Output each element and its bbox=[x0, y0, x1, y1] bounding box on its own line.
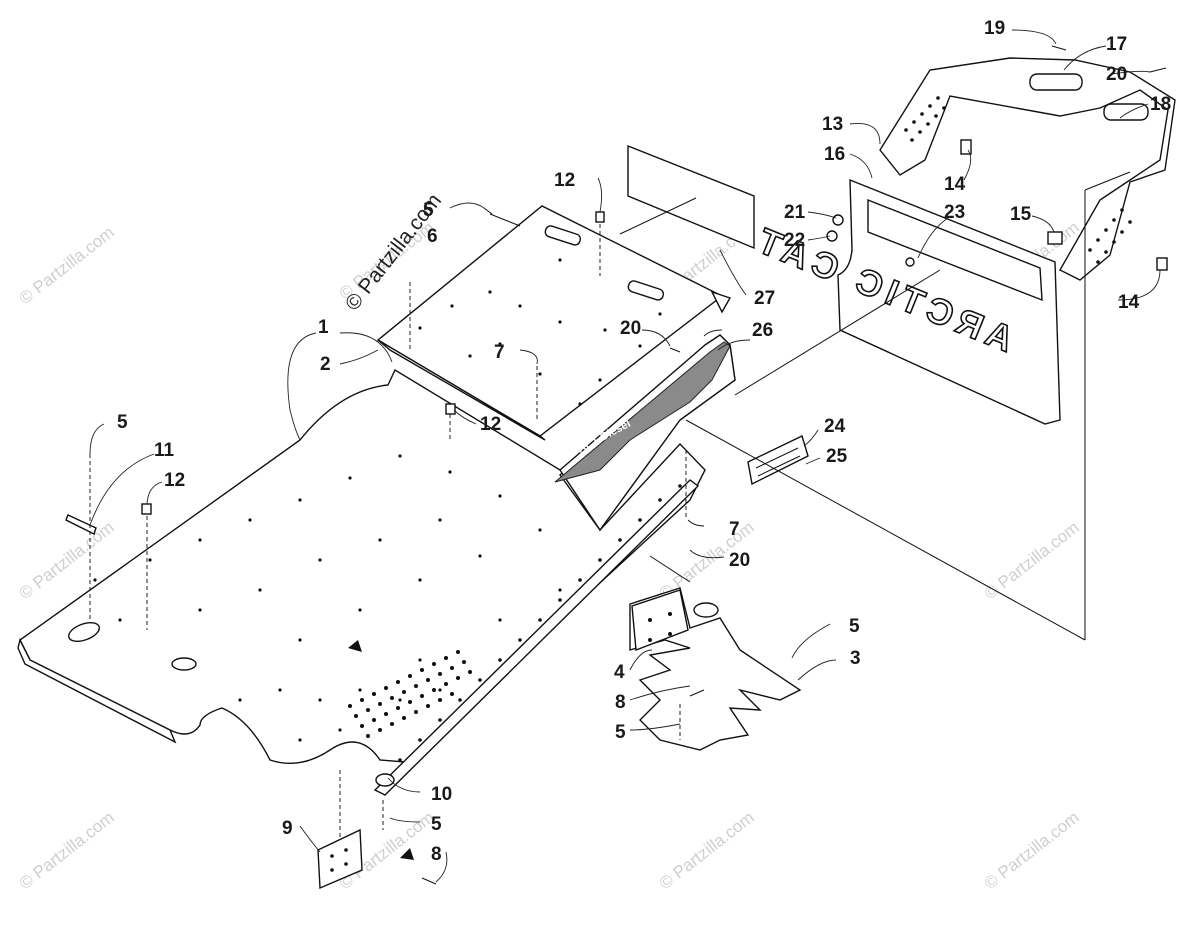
callout-8-flap: 8 bbox=[615, 692, 626, 713]
callout-20-seat: 20 bbox=[620, 318, 641, 339]
callout-19: 19 bbox=[984, 18, 1005, 39]
callout-1: 1 bbox=[318, 317, 329, 338]
plate-9-part bbox=[317, 828, 414, 890]
callout-17: 17 bbox=[1106, 34, 1127, 55]
callout-12-front: 12 bbox=[164, 470, 185, 491]
callout-15: 15 bbox=[1010, 204, 1032, 225]
watermark: © Partzilla.com bbox=[981, 808, 1083, 894]
callout-14-lower: 14 bbox=[1118, 292, 1140, 313]
callout-8-plate: 8 bbox=[431, 844, 442, 865]
rear-bumper-part bbox=[879, 57, 1176, 281]
callout-22: 22 bbox=[784, 230, 805, 251]
callout-18: 18 bbox=[1150, 94, 1171, 115]
callout-24: 24 bbox=[824, 416, 846, 437]
callout-7-seat: 7 bbox=[494, 342, 505, 363]
watermark: © Partzilla.com bbox=[656, 808, 758, 894]
callout-25: 25 bbox=[826, 446, 848, 467]
perforation-field bbox=[348, 650, 472, 738]
callout-9: 9 bbox=[282, 818, 293, 839]
callout-5-flap-lower: 5 bbox=[615, 722, 626, 743]
rear-flap-part: ARCTIC CAT bbox=[746, 178, 1061, 425]
assembly-lines bbox=[89, 171, 1131, 840]
watermark: © Partzilla.com bbox=[16, 223, 118, 309]
callout-5-plate: 5 bbox=[431, 814, 442, 835]
tunnel-part: ACT Diesel bbox=[17, 334, 736, 796]
seat-base-plate-part bbox=[376, 205, 732, 441]
callout-20-bumper: 20 bbox=[1106, 64, 1127, 85]
callout-23: 23 bbox=[944, 202, 965, 223]
callout-20-rail: 20 bbox=[729, 550, 750, 571]
callout-16: 16 bbox=[824, 144, 845, 165]
reflector-part bbox=[747, 435, 809, 486]
watermark: © Partzilla.com bbox=[16, 808, 118, 894]
callout-4: 4 bbox=[614, 662, 625, 683]
direction-arrow bbox=[400, 848, 414, 860]
callout-14-upper: 14 bbox=[944, 174, 966, 195]
fasteners bbox=[65, 45, 1168, 885]
snow-flap-part bbox=[629, 587, 802, 751]
direction-arrow bbox=[348, 640, 362, 652]
callout-7-rail: 7 bbox=[729, 519, 740, 540]
callout-5-flap: 5 bbox=[849, 616, 860, 637]
callout-6: 6 bbox=[427, 226, 438, 247]
callout-2: 2 bbox=[320, 354, 331, 375]
callout-12-tunnel: 12 bbox=[480, 414, 501, 435]
callout-3: 3 bbox=[850, 648, 861, 669]
decal-26-shape bbox=[554, 341, 731, 483]
callout-13: 13 bbox=[822, 114, 843, 135]
rail-perforations bbox=[398, 484, 682, 762]
callout-26: 26 bbox=[752, 320, 773, 341]
callout-12-seat: 12 bbox=[554, 170, 575, 191]
leaders bbox=[89, 29, 1161, 883]
callout-5-tunnel: 5 bbox=[117, 412, 128, 433]
callout-10: 10 bbox=[431, 784, 452, 805]
grip-dots bbox=[904, 96, 1132, 264]
callout-21: 21 bbox=[784, 202, 806, 223]
callouts: 1 2 3 4 5 5 5 5 5 6 7 7 8 8 9 10 11 12 1… bbox=[117, 18, 1171, 865]
callout-27: 27 bbox=[754, 288, 775, 309]
watermark: © Partzilla.com bbox=[981, 518, 1083, 604]
callout-11: 11 bbox=[154, 440, 175, 461]
reflective-tape-part bbox=[627, 144, 755, 250]
callout-5-seat: 5 bbox=[423, 200, 434, 221]
